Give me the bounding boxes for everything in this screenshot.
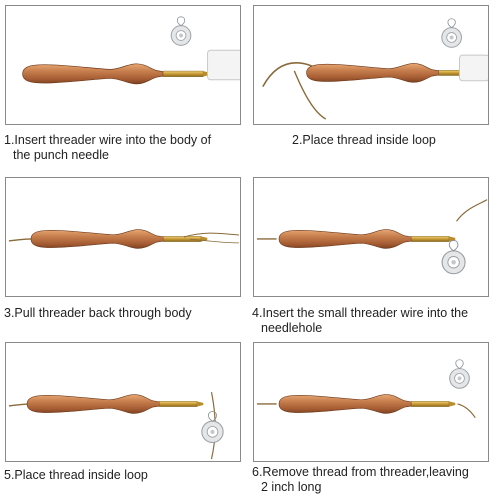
step-3-caption: 3.Pull threader back through body <box>4 306 192 321</box>
step-4-caption-line1: 4.Insert the small threader wire into th… <box>252 306 469 320</box>
step-4-panel <box>253 177 489 297</box>
step-1-panel <box>5 5 241 125</box>
step-5-illustration <box>8 392 224 460</box>
step-6-illustration <box>256 359 476 419</box>
step-4-caption-line2: needlehole <box>261 321 323 335</box>
step-2-caption-line1: 2.Place thread inside loop <box>292 133 436 147</box>
step-6-panel <box>253 342 489 462</box>
step-3-panel <box>5 177 241 297</box>
step-4-illustration <box>256 199 488 275</box>
step-6-caption-line1: 6.Remove thread from threader,leaving <box>252 465 469 479</box>
step-2-caption: 2.Place thread inside loop <box>292 133 436 148</box>
step-1-caption: 1.Insert threader wire into the body of … <box>4 133 211 163</box>
step-1-illustration <box>22 16 240 85</box>
step-2-illustration <box>262 18 488 120</box>
step-1-caption-line2: the punch needle <box>13 148 109 162</box>
step-2-panel <box>253 5 489 125</box>
step-6-caption: 6.Remove thread from threader,leaving 2 … <box>252 465 469 495</box>
step-1-caption-line1: 1.Insert threader wire into the body of <box>4 133 212 147</box>
step-5-caption: 5.Place thread inside loop <box>4 468 148 483</box>
step-6-caption-line2: 2 inch long <box>261 480 322 494</box>
step-3-illustration <box>8 228 240 249</box>
step-5-caption-line1: 5.Place thread inside loop <box>4 468 148 482</box>
step-3-caption-line1: 3.Pull threader back through body <box>4 306 192 320</box>
step-4-caption: 4.Insert the small threader wire into th… <box>252 306 468 336</box>
step-5-panel <box>5 342 241 462</box>
